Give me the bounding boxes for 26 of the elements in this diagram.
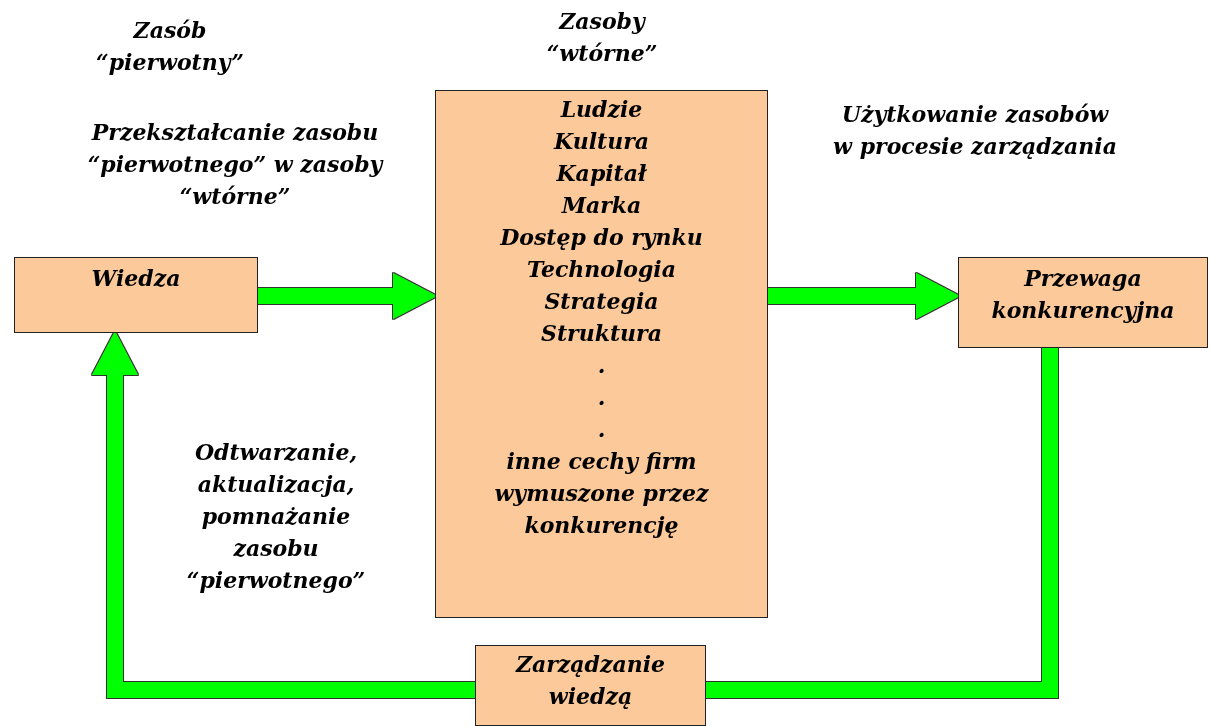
process-box	[475, 645, 706, 726]
annotation-text: Odtwarzanie, aktualizacja, pomnażanie zasobu “pierwotnego”	[185, 438, 367, 595]
annotation-text: Zasób “pierwotny”	[95, 16, 245, 77]
annotation-text: Użytkowanie zasobów w procesie zarządzania	[832, 100, 1118, 161]
block-arrow	[258, 273, 437, 319]
box-text: Dostęp do rynku	[498, 223, 704, 252]
box-text: Marka	[560, 191, 643, 220]
box-heading: Zasoby “wtórne”	[545, 7, 659, 68]
box-text: .	[596, 383, 607, 412]
box-text: Zarządzanie wiedzą	[514, 650, 667, 711]
box-text: Ludzie	[559, 95, 644, 124]
box-text: Technologia	[526, 255, 677, 284]
box-text: Wiedza	[90, 264, 182, 293]
box-text: Przewaga konkurencyjna	[990, 264, 1176, 325]
box-text: Struktura	[540, 319, 663, 348]
block-arrow	[92, 331, 475, 698]
box-text: .	[596, 415, 607, 444]
box-text: Kultura	[552, 127, 650, 156]
annotation-text: Przekształcanie zasobu “pierwotnego” w zasoby “wtórne”	[86, 118, 385, 211]
process-box	[14, 257, 258, 333]
box-text: Kapitał	[555, 159, 648, 188]
process-box	[958, 257, 1208, 348]
box-text: .	[596, 351, 607, 380]
box-text: inne cechy firm wymuszone przez konkurencję	[493, 447, 710, 540]
block-arrow	[768, 273, 960, 319]
box-text: Strategia	[543, 287, 660, 316]
